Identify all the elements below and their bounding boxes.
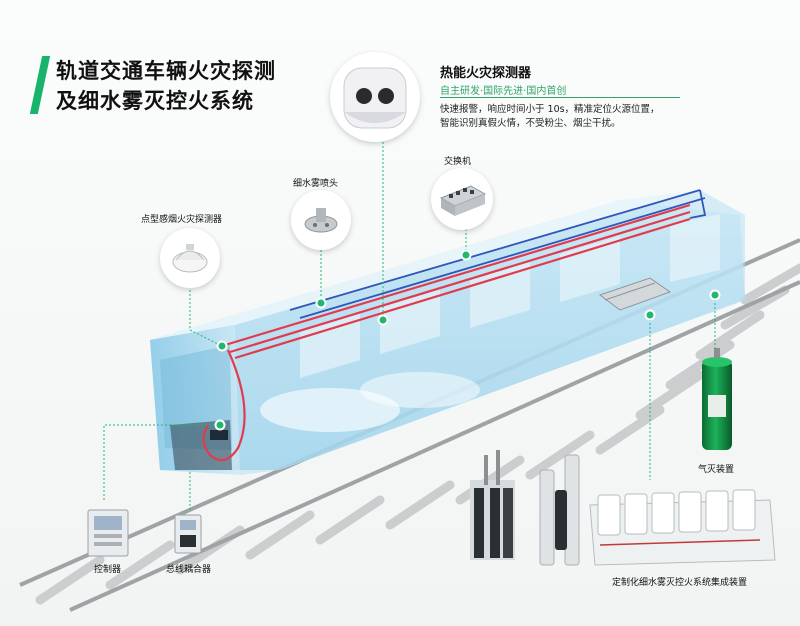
gas-extinguisher-cylinder bbox=[702, 348, 732, 450]
integrated-device-cylinders bbox=[539, 454, 580, 566]
train-car bbox=[150, 190, 745, 475]
nozzle-icon bbox=[291, 190, 351, 250]
controller-label: 控制器 bbox=[94, 565, 122, 575]
bus-coupler-label: 总线耦合器 bbox=[166, 565, 212, 575]
blue-pipes bbox=[289, 189, 707, 319]
switch-icon bbox=[431, 168, 493, 230]
heat-detector-description: 快速报警，响应时间小于 10s，精准定位火源位置， 智能识别真假火情，不受粉尘、… bbox=[440, 103, 660, 131]
red-pipes bbox=[202, 203, 691, 462]
heat-detector-desc-line-1: 快速报警，响应时间小于 10s，精准定位火源位置， bbox=[440, 104, 660, 115]
bus-coupler-device bbox=[174, 514, 202, 554]
integrated-device-cabinet bbox=[470, 450, 515, 560]
title-line-2: 及细水雾灭控火系统 bbox=[56, 89, 254, 113]
marker-dots bbox=[214, 249, 721, 431]
point-smoke-detector-icon bbox=[160, 228, 220, 288]
nozzle-label: 细水雾喷头 bbox=[293, 179, 339, 189]
heat-detector-title: 热能火灾探测器 bbox=[440, 66, 532, 81]
roof-rack bbox=[598, 277, 672, 311]
gas-extinguisher-icon-ring bbox=[690, 372, 744, 426]
point-smoke-detector-label: 点型感烟火灾探测器 bbox=[141, 215, 223, 225]
heat-detector-icon bbox=[330, 52, 420, 142]
integrated-unit-label: 定制化细水雾灭控火系统集成装置 bbox=[612, 578, 748, 588]
integrated-device-seats bbox=[589, 489, 776, 566]
heat-detector-desc-line-2: 智能识别真假火情，不受粉尘、烟尘干扰。 bbox=[440, 118, 621, 129]
heat-detector-subtitle: 自主研发·国际先进·国内首创 bbox=[440, 86, 567, 97]
switch-label: 交换机 bbox=[444, 157, 472, 167]
controller-device bbox=[87, 509, 129, 557]
heat-detector-divider bbox=[440, 97, 680, 98]
gas-extinguisher-label: 气灭装置 bbox=[698, 465, 735, 475]
title-line-1: 轨道交通车辆火灾探测 bbox=[56, 59, 276, 83]
page-title: 轨道交通车辆火灾探测 及细水雾灭控火系统 bbox=[56, 56, 276, 116]
